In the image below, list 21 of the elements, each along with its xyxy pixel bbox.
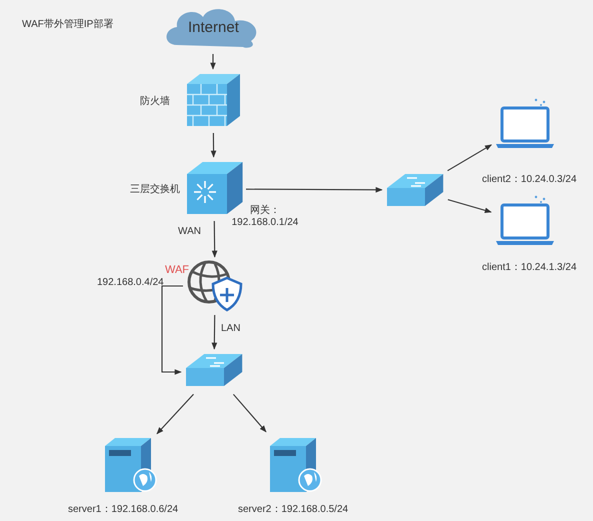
arrow (210, 133, 216, 158)
node-label: 三层交换机 (130, 184, 180, 196)
node-label: client2：10.24.0.3/24 (482, 174, 577, 186)
node-label: server2：192.168.0.5/24 (238, 504, 348, 516)
arrow (232, 394, 266, 432)
arrow (156, 394, 194, 434)
arrow (212, 315, 218, 350)
ip-label: 网关：192.168.0.1/24 (230, 205, 300, 229)
node-label: WAF (165, 264, 190, 276)
arrow (246, 186, 383, 193)
node-label: client1：10.24.1.3/24 (482, 262, 577, 274)
arrow (448, 199, 492, 214)
arrow (447, 144, 492, 172)
arrow (212, 221, 218, 258)
diagram-title: WAF带外管理IP部署 (22, 19, 114, 31)
node-label: server1：192.168.0.6/24 (68, 504, 178, 516)
node-label: 防火墙 (140, 96, 170, 108)
arrow (161, 285, 183, 375)
ip-label: 192.168.0.4/24 (97, 277, 164, 289)
arrow (210, 54, 216, 70)
cloud-label: Internet (188, 20, 239, 36)
